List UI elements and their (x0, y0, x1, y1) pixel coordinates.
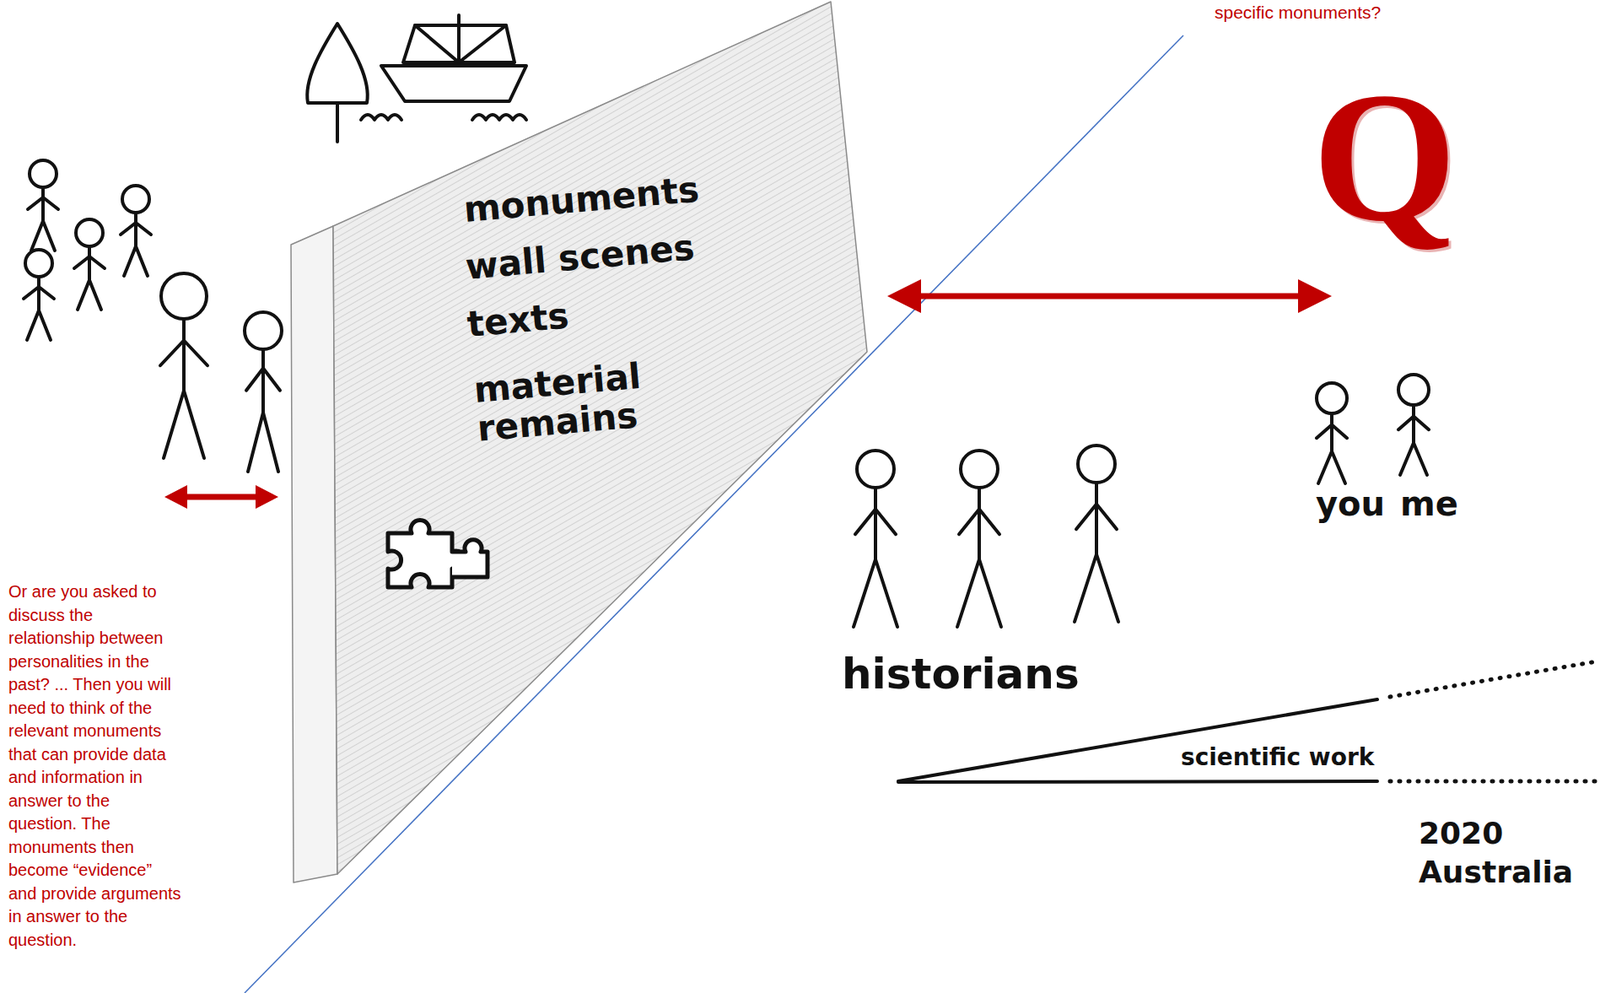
wedge-drawing-part (898, 781, 1378, 782)
stick-figure-part (853, 559, 898, 627)
stick-figure-part (261, 349, 265, 413)
boat-drawing-part (457, 15, 461, 66)
double-arrow-part (255, 484, 279, 509)
stick-figure-part (123, 246, 148, 276)
wedge-drawing-part (898, 699, 1378, 782)
stick-figure-part (1400, 442, 1428, 475)
double-arrow-part (1298, 279, 1332, 313)
stick-figure-part (244, 312, 282, 350)
stick-figure-part (41, 187, 45, 221)
stick-figure (120, 185, 151, 276)
stick-figure-part (1316, 382, 1347, 414)
stick-figure-part (29, 160, 57, 188)
puzzle-piece-part (452, 539, 488, 577)
stick-figure (160, 273, 208, 458)
stick-figure-part (1074, 554, 1119, 622)
stick-figure-part (1316, 425, 1347, 439)
stick-figure-part (873, 487, 878, 560)
stick-figure-part (960, 450, 998, 488)
stick-figure-part (1398, 374, 1429, 405)
double-arrow (887, 279, 1332, 313)
tree-drawing-part (335, 102, 340, 142)
double-arrow (164, 484, 279, 509)
stick-figure-part (27, 197, 59, 210)
wall-slab: monumentswall scenestextsmaterial remain… (286, 0, 873, 886)
stick-figure-part (1077, 445, 1116, 483)
stick-figure-part (26, 310, 51, 340)
stick-figure-part (246, 368, 281, 391)
date-place-label: 2020 Australia (1418, 813, 1574, 892)
stick-figure-part (23, 286, 54, 299)
question-mark-q: Q (1312, 64, 1457, 250)
stick-figure-part (87, 246, 92, 281)
boat-drawing-part (381, 65, 527, 102)
stick-figure-part (75, 219, 103, 247)
stick-figure (853, 450, 898, 627)
boat-drawing-part (472, 114, 527, 120)
person-label: you (1315, 486, 1385, 521)
wedge-drawing-part (1389, 661, 1597, 697)
stick-figure-part (37, 276, 41, 311)
stick-figure-part (977, 487, 981, 560)
stick-figure-part (161, 273, 207, 319)
stick-figure-part (77, 280, 102, 310)
stick-figure-part (855, 509, 896, 535)
tree-drawing (307, 23, 368, 142)
stick-figure (244, 312, 282, 472)
stick-figure (23, 249, 54, 340)
stick-figure (27, 160, 59, 251)
stick-figure-part (1076, 504, 1117, 530)
boat-drawing-part (360, 114, 402, 120)
wall-outline-part (290, 226, 338, 883)
boat-drawing (360, 15, 527, 120)
double-arrow-part (915, 293, 1304, 300)
double-arrow-part (164, 484, 188, 509)
stick-figure-part (957, 559, 1002, 627)
wall-outline-part (333, 1, 868, 874)
stick-figure-part (31, 220, 55, 251)
stick-figure (74, 219, 105, 310)
stick-figure (1398, 374, 1429, 475)
boat-drawing-part (414, 25, 507, 63)
stick-figure-part (74, 256, 105, 269)
stick-figure-part (1318, 451, 1346, 484)
stick-figure-part (1094, 482, 1099, 555)
wedge-drawing-part (1389, 779, 1597, 784)
stick-figure (957, 450, 1002, 627)
wall-text: texts (465, 296, 571, 345)
stick-figure (1316, 382, 1347, 484)
stick-figure-part (134, 212, 138, 247)
person-label: me (1400, 486, 1459, 521)
wedge-label: scientific work (1180, 745, 1374, 770)
tree-drawing-part (307, 23, 368, 103)
note-text: specific monuments? (1214, 1, 1381, 23)
stick-figure-part (958, 509, 1000, 535)
group-label: historians (841, 651, 1080, 698)
stick-figure-part (1398, 416, 1429, 431)
stick-figure-part (182, 318, 186, 391)
stick-figure-part (247, 412, 279, 472)
stick-figure-part (1330, 413, 1334, 452)
double-arrow-part (183, 494, 259, 501)
stick-figure-part (1411, 404, 1416, 443)
wall-outline (286, 0, 873, 886)
stick-figure (1074, 445, 1119, 622)
stick-figure-part (120, 222, 151, 235)
stick-figure-part (122, 185, 150, 213)
boat-drawing-part (403, 25, 515, 63)
stick-figure-part (856, 450, 895, 488)
stick-figure-part (163, 390, 205, 458)
stick-figure-part (25, 249, 53, 277)
wall-text: material remains (472, 356, 647, 449)
stick-figure-part (160, 340, 208, 367)
puzzle-piece (387, 519, 488, 588)
double-arrow-part (887, 279, 922, 313)
note-text: Or are you asked to discuss the relation… (8, 580, 182, 952)
